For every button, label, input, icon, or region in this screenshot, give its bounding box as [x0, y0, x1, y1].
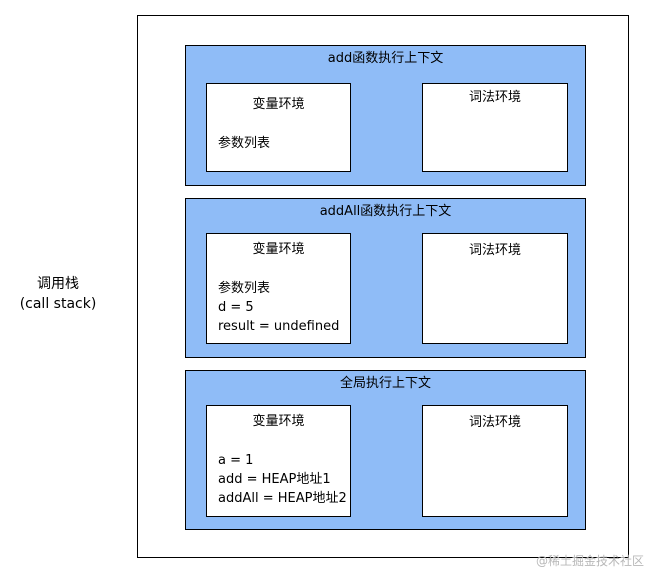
variable-environment: 变量环境 参数列表 d = 5 result = undefined [206, 233, 351, 344]
env-contents: 参数列表 [218, 134, 270, 153]
global-execution-context: 全局执行上下文 变量环境 a = 1 add = HEAP地址1 addAll … [185, 370, 586, 530]
add-execution-context: add函数执行上下文 变量环境 参数列表 词法环境 [185, 45, 586, 186]
env-title: 变量环境 [252, 242, 305, 257]
env-line: add = HEAP地址1 [218, 472, 331, 487]
env-line: addAll = HEAP地址2 [218, 491, 347, 506]
env-line: d = 5 [218, 300, 254, 315]
lexical-environment: 词法环境 [422, 405, 568, 517]
watermark: @稀土掘金技术社区 [535, 554, 644, 568]
context-title: 全局执行上下文 [339, 376, 431, 391]
lexical-environment: 词法环境 [422, 83, 568, 172]
lexical-environment: 词法环境 [422, 233, 568, 344]
env-title: 词法环境 [468, 415, 521, 430]
env-line: 参数列表 [218, 281, 271, 296]
env-title: 词法环境 [468, 243, 521, 258]
env-title: 变量环境 [252, 414, 305, 429]
context-title: addAll函数执行上下文 [319, 204, 452, 219]
env-contents: a = 1 add = HEAP地址1 addAll = HEAP地址2 [218, 451, 347, 508]
env-line: 参数列表 [218, 136, 271, 151]
variable-environment: 变量环境 参数列表 [206, 83, 351, 172]
env-contents: 参数列表 d = 5 result = undefined [218, 279, 339, 336]
call-stack-label-cn: 调用栈 [37, 276, 79, 292]
env-title: 词法环境 [468, 90, 521, 105]
env-title: 变量环境 [252, 97, 305, 112]
call-stack-label: 调用栈 (call stack) [8, 274, 108, 314]
variable-environment: 变量环境 a = 1 add = HEAP地址1 addAll = HEAP地址… [206, 405, 351, 517]
env-line: result = undefined [218, 319, 340, 334]
call-stack-label-en: (call stack) [19, 296, 97, 312]
context-title: add函数执行上下文 [327, 51, 444, 66]
addall-execution-context: addAll函数执行上下文 变量环境 参数列表 d = 5 result = u… [185, 198, 586, 358]
env-line: a = 1 [218, 453, 254, 468]
